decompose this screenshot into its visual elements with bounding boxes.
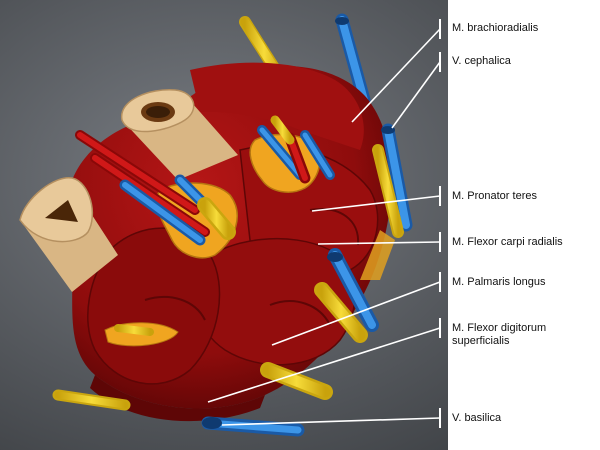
label-flexor-digitorum-line-1: M. Flexor digitorum [452, 322, 547, 334]
radius-bone [121, 89, 238, 180]
leader-brachioradialis [351, 28, 441, 123]
label-flexor-digitorum-line-2: superficialis [452, 335, 510, 347]
leader-basilica [221, 417, 441, 426]
leader-palmaris-longus [271, 281, 441, 346]
label-basilica: V. basilica [452, 412, 502, 424]
leader-flexor-carpi-radialis [317, 241, 441, 245]
label-flexor-carpi-radialis: M. Flexor carpi radialis [452, 236, 563, 248]
leader-cephalica [391, 61, 441, 129]
leader-pronator-teres [311, 195, 441, 212]
label-panel [448, 0, 600, 450]
label-brachioradialis: M. brachioradialis [452, 22, 539, 34]
label-flexor-digitorum-superficialis: M. Flexor digitorum superficialis [452, 322, 546, 348]
label-palmaris-longus: M. Palmaris longus [452, 276, 546, 288]
leader-flexor-digitorum [207, 327, 441, 403]
label-cephalica: V. cephalica [452, 55, 511, 67]
vessels-front [52, 115, 413, 437]
label-pronator-teres: M. Pronator teres [452, 190, 537, 202]
ulna-bone [19, 177, 118, 292]
